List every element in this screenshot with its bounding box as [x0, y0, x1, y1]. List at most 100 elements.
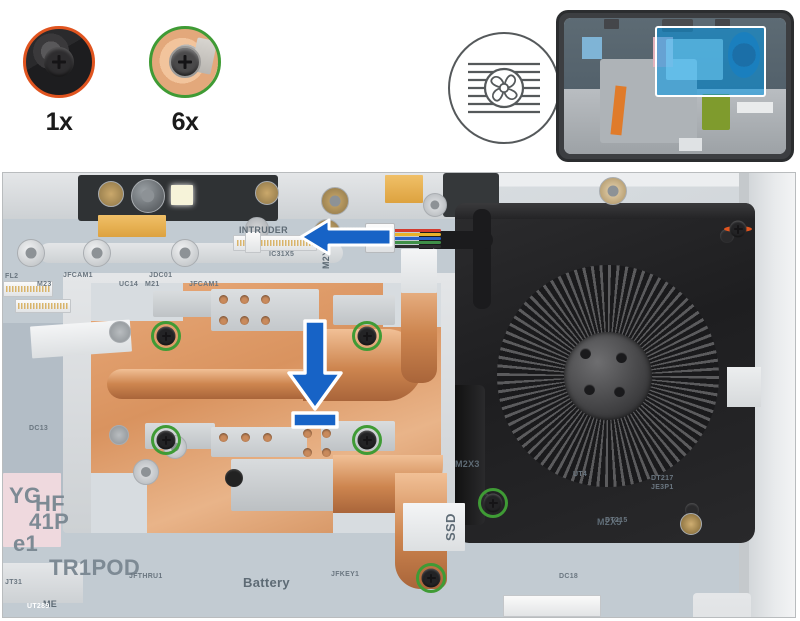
silk-je3p1: JFTHRU1 — [129, 573, 163, 580]
fan-top-lip — [455, 203, 755, 219]
silk-jfthru1: JT31 — [5, 579, 23, 586]
thumbnail-daughter-board — [701, 94, 731, 130]
connector-jdc01 — [3, 281, 53, 297]
left-bracket — [3, 563, 83, 603]
mount-hole-3 — [171, 239, 199, 267]
screw-head — [169, 46, 201, 78]
cpu-thermal-pad — [231, 459, 341, 511]
connect-cable-arrow — [299, 218, 393, 256]
phillips-cross-icon — [363, 436, 372, 445]
silk-jt31: JFKEY1 — [331, 571, 360, 578]
connector-left-2 — [15, 299, 71, 313]
silk-bl: YG — [9, 483, 42, 508]
phillips-cross-icon — [427, 574, 436, 583]
mount-hole-1 — [17, 239, 45, 267]
silk-hf: 41P — [29, 509, 70, 534]
laptop-location-thumbnail — [556, 10, 794, 162]
hub-hole-3 — [584, 384, 595, 395]
pink-thermal-pad — [3, 473, 61, 547]
heatsink-bracket-2 — [333, 295, 395, 325]
wire-green — [389, 241, 441, 244]
fan-impeller — [497, 265, 719, 487]
silk-me: UT289 — [27, 603, 50, 610]
chassis-shell — [556, 10, 794, 162]
sensor-ring — [255, 181, 279, 205]
white-tape-tail — [403, 503, 465, 551]
connector-mid-right — [503, 595, 601, 617]
silk-dt217: JE3P1 — [651, 484, 674, 491]
phillips-cross-icon — [489, 499, 498, 508]
heatsink-hole-grid-bottom — [219, 433, 279, 448]
screw-head-1 — [156, 326, 176, 346]
insert-direction-arrow — [287, 319, 343, 429]
screw-head-fan — [729, 220, 747, 238]
phillips-cross-icon — [734, 225, 743, 234]
wire-blue — [389, 237, 441, 240]
standoff-mid — [133, 459, 159, 485]
screw-head-5 — [483, 493, 503, 513]
camera-lens — [131, 179, 165, 213]
heatsink-hole-grid-top — [219, 295, 276, 331]
standoff-upper-right — [599, 177, 627, 205]
screw-head-6 — [421, 568, 441, 588]
silk-m23: JFCAM1 — [189, 281, 219, 288]
screw-marker-3 — [151, 425, 181, 455]
antenna-flex — [98, 215, 166, 237]
silk-fl2: DC13 — [29, 425, 49, 432]
silk-jfkey1: DC18 — [559, 573, 579, 580]
right-bracket — [693, 593, 751, 617]
fan-mount-hole — [680, 513, 702, 535]
intruder-switch — [245, 231, 261, 253]
cable-sheath-bend — [427, 231, 493, 249]
legend-item-screw-dark: 1x — [18, 26, 100, 137]
heatsink-notch-bl — [91, 473, 147, 533]
thumbnail-white-pad-1 — [737, 102, 773, 114]
phillips-cross-icon — [162, 436, 171, 445]
screw-marker-fan — [724, 220, 752, 238]
screw-marker-6 — [416, 563, 446, 593]
wire-black — [389, 245, 441, 248]
silk-jfcam1-a: JFCAM1 — [63, 272, 93, 279]
silk-battery: Battery — [243, 575, 290, 590]
screw-head-4 — [357, 430, 377, 450]
chassis-interior — [564, 18, 786, 154]
silk-uc14: M21 — [145, 281, 160, 288]
thumbnail-port-2 — [714, 19, 731, 29]
main-installation-photo: Made in China D/P/N 0WRPYY CN-0WRPYY-428… — [2, 172, 796, 618]
screw-photo-dark — [23, 26, 95, 98]
wire-yellow — [389, 233, 441, 236]
flex-cable-top — [385, 175, 423, 203]
legend-item-screw-copper: 6x — [144, 26, 226, 137]
standoff-upper-mid — [423, 193, 447, 217]
screw-count-label: 6x — [171, 108, 199, 136]
silk-yg: HF — [35, 491, 65, 516]
silk-ut289: UT4 — [573, 471, 588, 478]
thumbnail-port-1 — [603, 19, 620, 29]
screw-legend: 1x 6x — [18, 26, 226, 137]
mount-hole-2 — [83, 239, 111, 267]
silk-ssd: SSD — [443, 513, 458, 541]
silk-tripod: ME — [43, 599, 58, 609]
screw-marker-1 — [151, 321, 181, 351]
hub-hole-2 — [616, 352, 627, 363]
extra-screw-center — [225, 469, 243, 487]
screw-photo-copper — [149, 26, 221, 98]
silk-e1: TR1POD — [49, 555, 141, 580]
fan-tape-right — [727, 367, 761, 407]
cooling-fan — [455, 203, 761, 543]
hub-hole-4 — [614, 386, 625, 397]
silk-dt215: DT217 — [651, 475, 674, 482]
thumbnail-blue-chip — [581, 37, 602, 59]
phillips-cross-icon — [52, 55, 66, 69]
heatsink-hole-grid-mid — [303, 429, 335, 461]
white-tape-pipe — [401, 249, 437, 293]
camera-ring — [98, 181, 124, 207]
thumbnail-highlight-fan — [727, 32, 760, 78]
heatsink-pad-bottom — [211, 427, 307, 457]
screw-marker-5 — [478, 488, 508, 518]
screw-head — [44, 47, 74, 77]
thumbnail-highlight-region — [655, 26, 767, 97]
screw-head-3 — [156, 430, 176, 450]
phillips-cross-icon — [363, 332, 372, 341]
